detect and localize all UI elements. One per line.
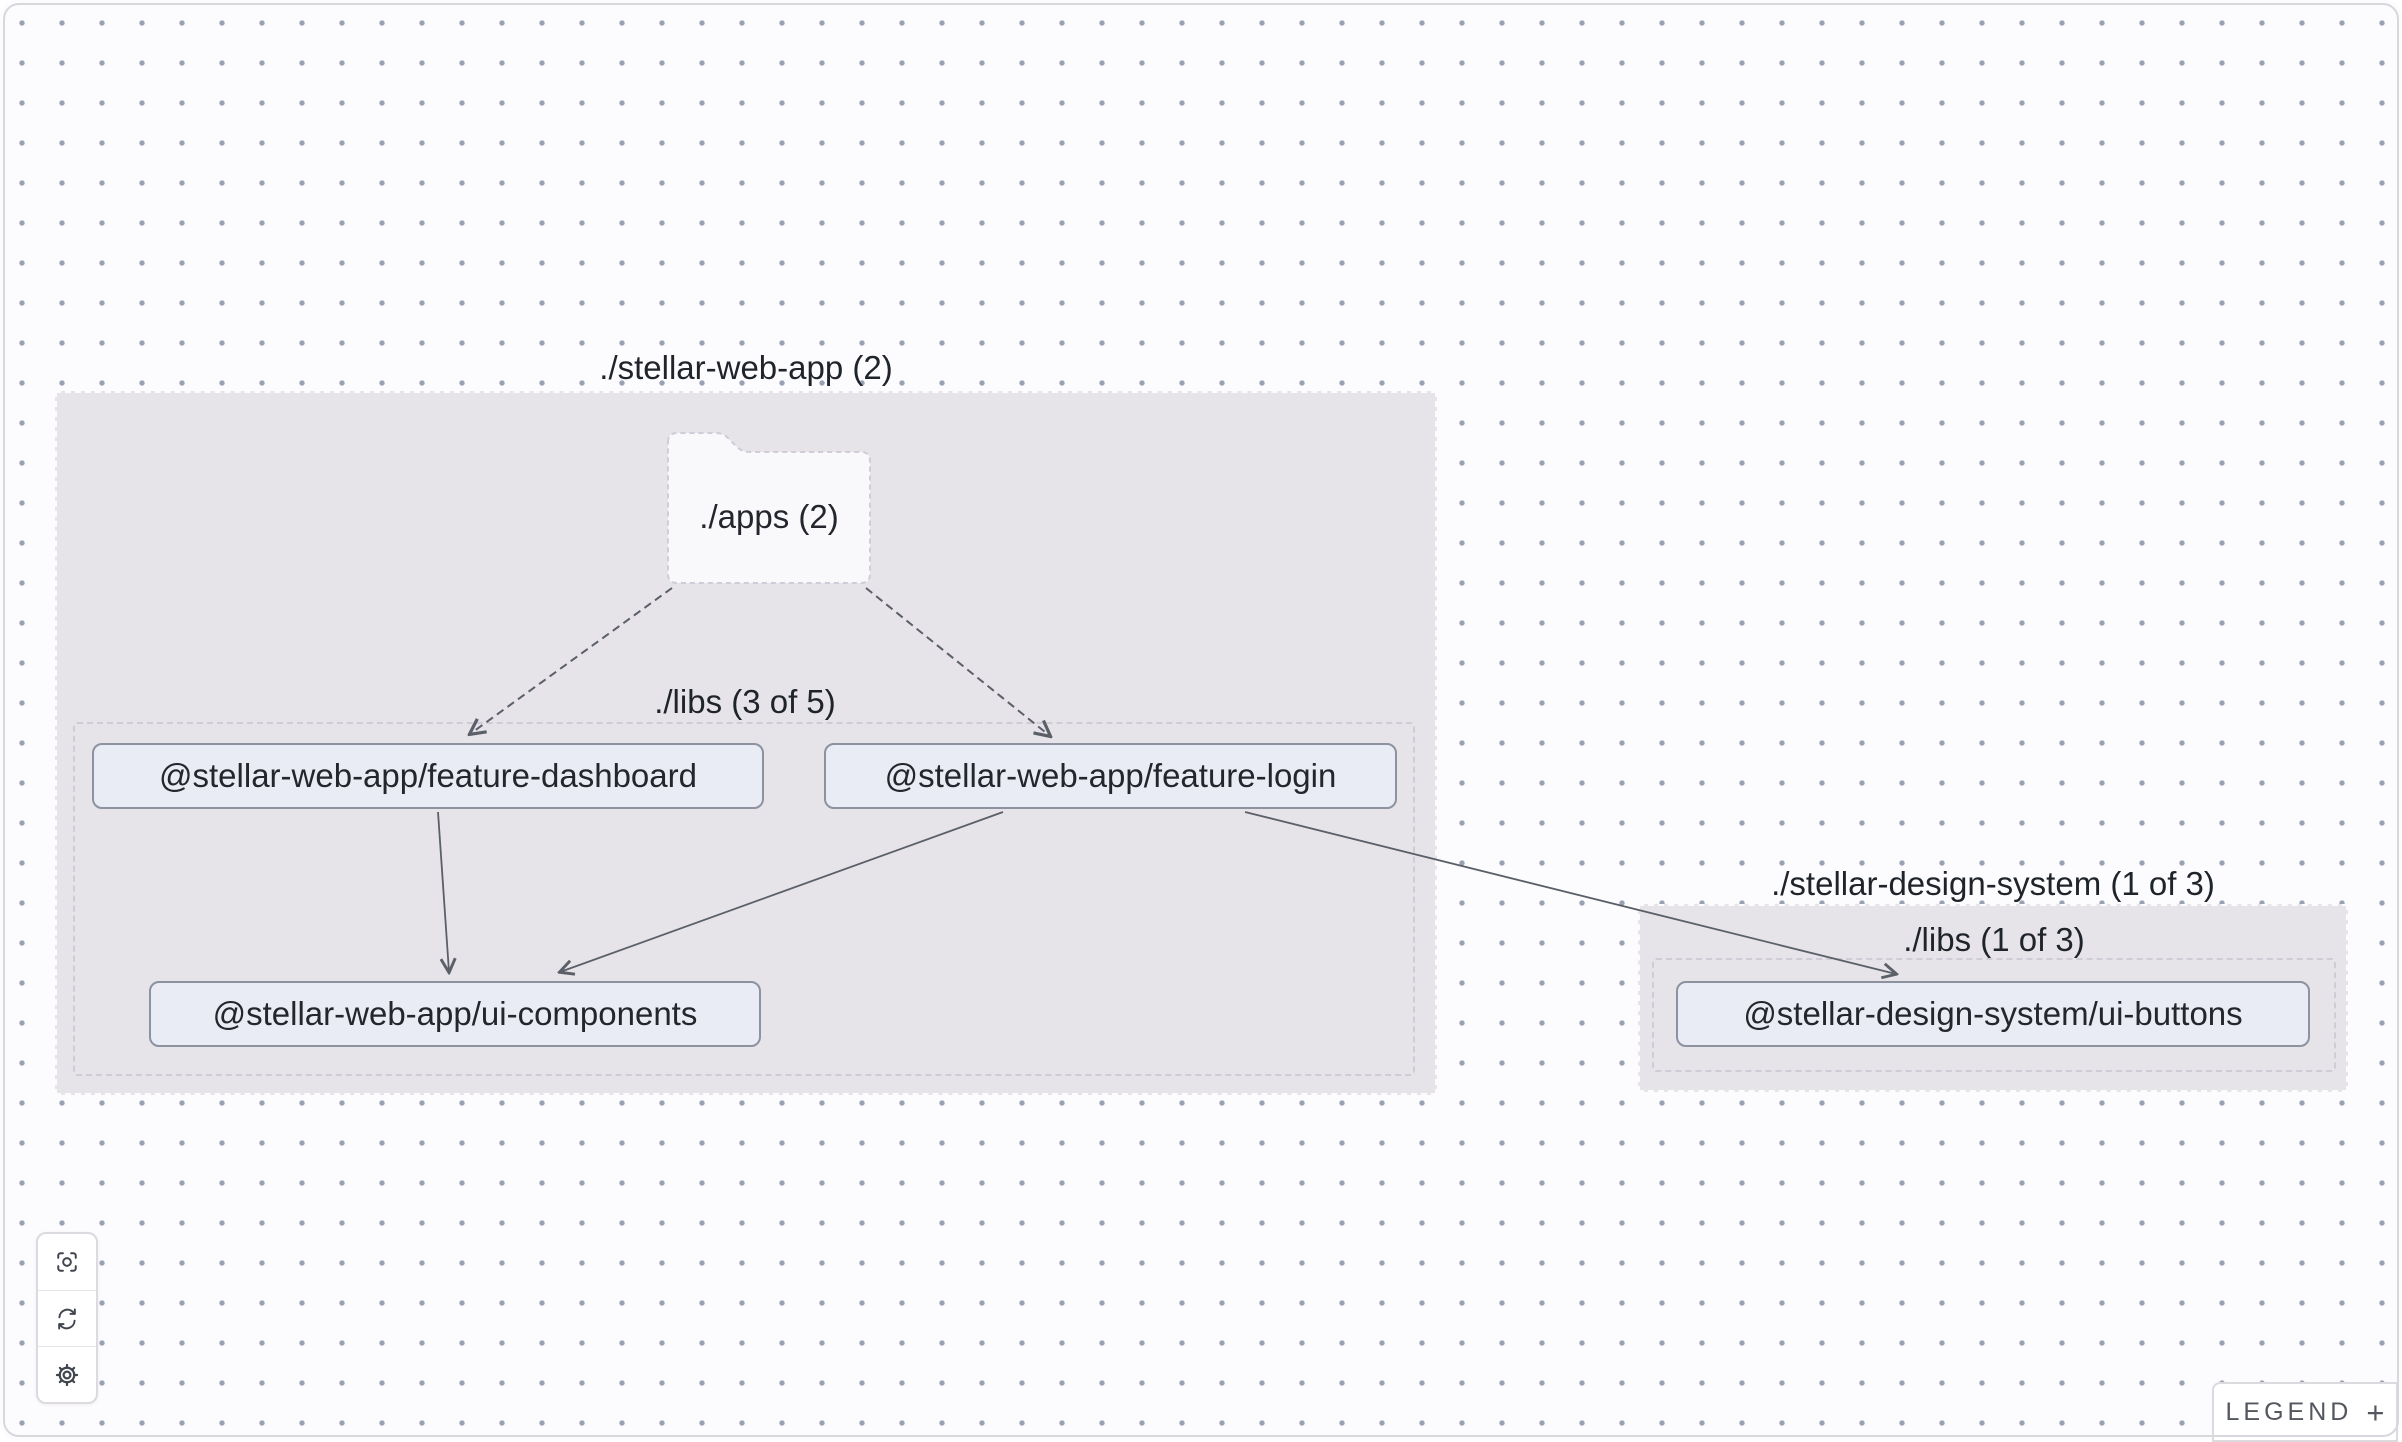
settings-button[interactable] [38,1346,96,1402]
folder-shape-apps[interactable] [667,432,871,584]
group-title-stellar-web-app: ./stellar-web-app (2) [599,349,893,386]
group-title-stellar-design-system: ./stellar-design-system (1 of 3) [1771,865,2215,902]
edge-apps-to-feature-dashboard [470,587,673,734]
node-label: @stellar-web-app/feature-dashboard [159,757,697,794]
subgroup-title-stellar-web-app-libs: ./libs (3 of 5) [654,683,836,720]
settings-icon [53,1361,81,1389]
folder-label-apps[interactable]: ./apps (2) [699,498,839,535]
node-label: @stellar-web-app/feature-login [884,757,1337,794]
node-label: @stellar-design-system/ui-buttons [1743,995,2243,1032]
refresh-icon [53,1305,81,1333]
node-stellar-web-app-feature-dashboard[interactable]: @stellar-web-app/feature-dashboard [92,743,764,809]
subgroup-stellar-web-app-libs [73,722,1415,1076]
edge-feature-login-to-ui-components [560,811,1004,972]
legend-toggle[interactable]: LEGEND + [2212,1382,2398,1442]
node-stellar-web-app-ui-components[interactable]: @stellar-web-app/ui-components [149,981,761,1047]
edge-feature-dashboard-to-ui-components [437,811,449,972]
focus-icon [53,1248,81,1276]
node-stellar-design-system-ui-buttons[interactable]: @stellar-design-system/ui-buttons [1676,981,2310,1047]
graph-toolbar [36,1232,98,1404]
refresh-graph-button[interactable] [38,1290,96,1346]
plus-icon: + [2366,1394,2385,1430]
subgroup-stellar-design-system-libs [1652,958,2336,1072]
node-stellar-web-app-feature-login[interactable]: @stellar-web-app/feature-login [824,743,1397,809]
node-label: @stellar-web-app/ui-components [212,995,698,1032]
legend-label: LEGEND [2225,1397,2353,1426]
subgroup-title-stellar-design-system-libs: ./libs (1 of 3) [1903,921,2085,958]
center-graph-button[interactable] [38,1234,96,1290]
edge-apps-to-feature-login [865,587,1050,736]
edge-feature-login-to-ui-buttons [1244,811,1896,974]
